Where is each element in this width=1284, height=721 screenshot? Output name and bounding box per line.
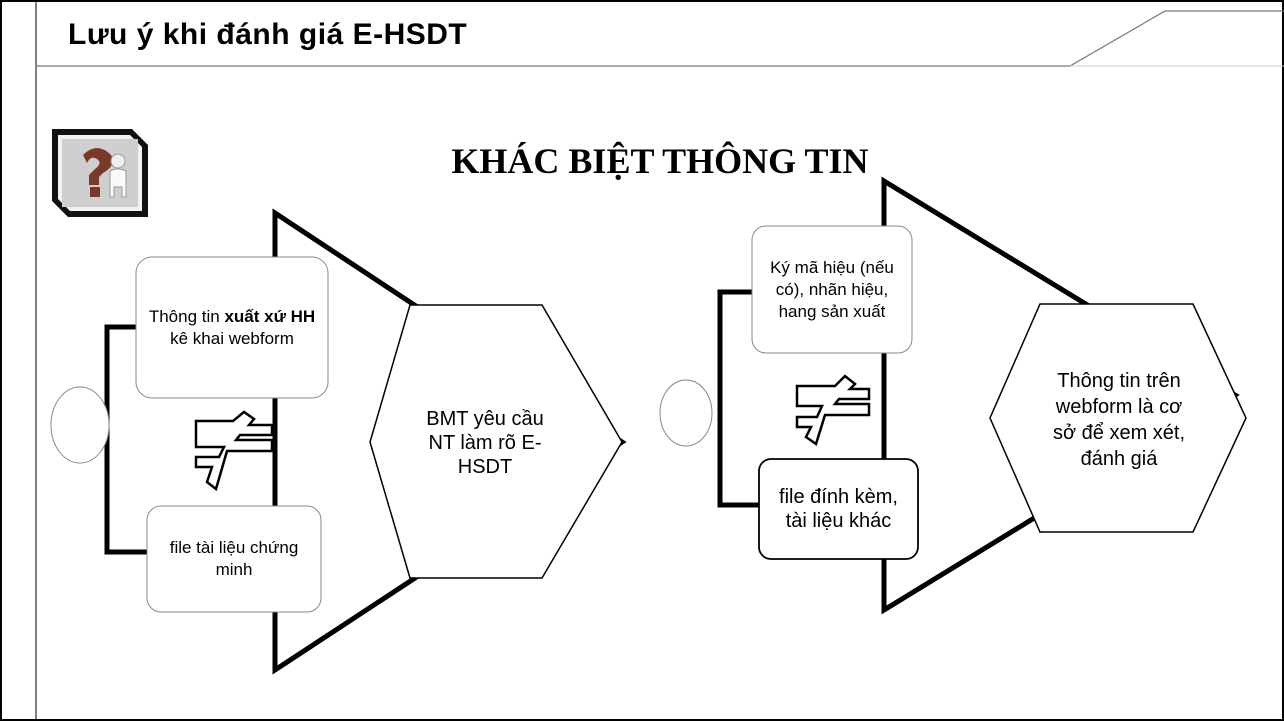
not-equal-icon-right	[795, 374, 871, 447]
left-bottom-box: file tài liệu chứng minh	[169, 538, 299, 579]
slide-title: Lưu ý khi đánh giá E-HSDT	[68, 18, 468, 51]
left-top-box-shape	[135, 256, 329, 399]
right-result-hexagon	[989, 303, 1247, 533]
left-bottom-box-shape	[146, 505, 322, 613]
left-top-box-text-bold: xuất xứ HH	[224, 306, 316, 326]
right-result-text: Thông tin trên webform là cơ sở để xem x…	[1052, 370, 1186, 470]
left-result-hexagon	[369, 304, 623, 579]
question-person-icon	[48, 125, 152, 221]
right-top-box: Ký mã hiệu (nếu có), nhãn hiệu, hang sản…	[770, 257, 894, 321]
diagram-heading: KHÁC BIỆT THÔNG TIN	[451, 141, 869, 181]
left-result-text: BMT yêu cầu NT làm rõ E-HSDT	[426, 407, 544, 478]
left-top-box-text-1: Thông tin	[148, 306, 225, 326]
left-top-box-text-2: kê khai webform	[170, 328, 294, 348]
right-top-box-shape	[751, 225, 913, 354]
right-bottom-box-shape	[758, 458, 919, 560]
left-top-box: Thông tin xuất xứ HH kê khai webform	[136, 257, 328, 398]
not-equal-icon-left	[194, 410, 274, 492]
right-bottom-box: file đính kèm, tài liệu khác	[779, 486, 898, 532]
